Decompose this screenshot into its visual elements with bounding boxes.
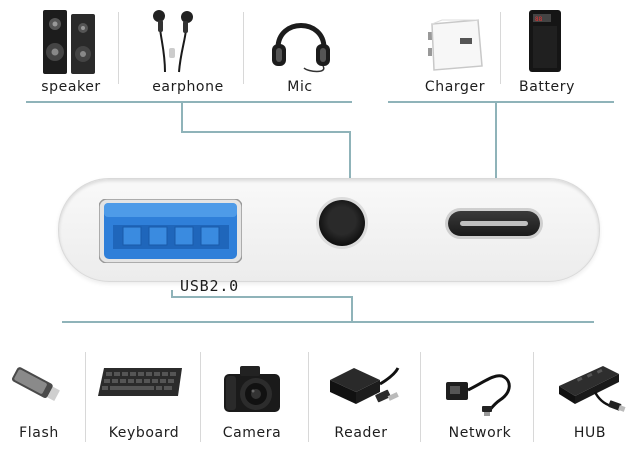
headphones-icon	[268, 10, 334, 74]
charger-icon	[424, 18, 486, 72]
separator	[420, 352, 421, 442]
connector-line	[495, 101, 497, 181]
audio-jack[interactable]	[319, 200, 365, 246]
keyboard-icon	[96, 364, 186, 400]
speaker-icon	[42, 8, 98, 76]
mic-label: Mic	[287, 79, 313, 95]
charger-label: Charger	[424, 79, 486, 95]
separator	[500, 12, 501, 84]
separator	[308, 352, 309, 442]
battery-icon: 88	[527, 8, 563, 74]
camera-icon	[222, 356, 282, 416]
connector-line	[351, 296, 353, 322]
usb-label: USB2.0	[180, 277, 239, 295]
separator	[85, 352, 86, 442]
usb-c-port-tongue	[460, 221, 528, 226]
connector-line	[349, 131, 351, 181]
separator	[243, 12, 244, 84]
top-divider-left	[26, 101, 352, 103]
flash-drive-icon	[8, 362, 62, 406]
card-reader-icon	[324, 362, 406, 412]
keyboard-label: Keyboard	[108, 425, 180, 441]
usb-c-port[interactable]	[448, 211, 540, 236]
speaker-label: speaker	[41, 79, 101, 95]
connector-line	[171, 290, 173, 298]
bottom-divider	[62, 321, 594, 323]
connector-line	[181, 131, 351, 133]
top-divider-right	[388, 101, 614, 103]
svg-text:88: 88	[535, 16, 543, 23]
network-label: Network	[448, 425, 512, 441]
connector-line	[171, 296, 353, 298]
earphone-label: earphone	[152, 79, 224, 95]
separator	[200, 352, 201, 442]
battery-label: Battery	[518, 79, 576, 95]
reader-label: Reader	[334, 425, 388, 441]
usb-hub-icon	[555, 360, 627, 418]
earphone-icon	[145, 8, 201, 76]
flash-label: Flash	[19, 425, 59, 441]
connector-line	[181, 101, 183, 133]
separator	[533, 352, 534, 442]
hub-label: HUB	[573, 425, 607, 441]
separator	[118, 12, 119, 84]
camera-label: Camera	[222, 425, 282, 441]
network-adapter-icon	[440, 362, 520, 418]
usb-a-port[interactable]	[99, 199, 242, 263]
